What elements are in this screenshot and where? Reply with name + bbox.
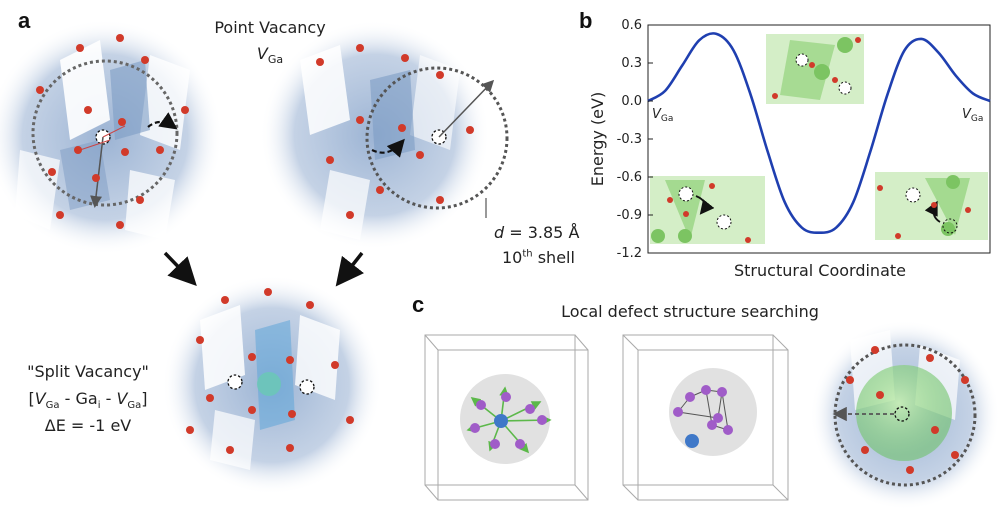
arrow-right-down — [335, 251, 364, 287]
inset-bottom-right — [875, 172, 988, 240]
green-search-sphere — [856, 365, 952, 461]
y-axis-title: Energy (eV) — [588, 92, 607, 186]
vacancy-sub: Ga — [267, 53, 284, 67]
crystal-right — [260, 20, 509, 250]
formula-v1: V — [34, 389, 46, 408]
distance-value: = 3.85 Å — [504, 223, 580, 242]
crystal-split — [162, 275, 382, 495]
y-tick-label: -1.2 — [617, 246, 642, 261]
x-axis-title: Structural Coordinate — [734, 261, 906, 280]
oxygen-atoms — [36, 34, 474, 454]
panel-letter-b: b — [579, 8, 593, 33]
formula-v2-sub: Ga — [127, 400, 142, 412]
energy-curve — [647, 32, 991, 235]
y-tick-label: 0.3 — [621, 56, 642, 71]
vacancy-symbol-top: VGa — [230, 44, 310, 66]
blue-atom-2 — [685, 434, 699, 448]
bonds-2 — [677, 389, 729, 431]
formula-v2: V — [116, 389, 128, 408]
formula-ga: - Ga — [59, 389, 98, 408]
panel-letter-a: a — [18, 8, 31, 33]
shell-sup: th — [522, 248, 533, 260]
distance-d: d — [494, 223, 505, 242]
y-tick-label: -0.6 — [617, 170, 642, 185]
y-tick-label: 0.0 — [621, 94, 642, 109]
supercell-box-1 — [424, 334, 589, 501]
shell-word: shell — [532, 248, 575, 267]
shell-label: 10th shell — [502, 248, 575, 267]
right-v: V — [962, 107, 972, 122]
formula-gai-sub: i — [97, 400, 101, 412]
formula-dash: - — [100, 389, 117, 408]
crystal-search — [810, 320, 1000, 509]
y-tick-label: -0.9 — [617, 208, 642, 223]
left-v-sub: Ga — [661, 114, 674, 124]
right-v-sub: Ga — [971, 114, 984, 124]
formula-v1-sub: Ga — [45, 400, 60, 412]
formula-close: ] — [141, 389, 148, 408]
point-vacancy-title: Point Vacancy — [214, 18, 326, 37]
left-v: V — [652, 107, 662, 122]
arrow-left-down — [163, 251, 197, 287]
delta-e-label: ΔE = -1 eV — [44, 416, 132, 435]
panel-letter-c: c — [412, 292, 425, 317]
split-vacancy-title: "Split Vacancy" — [27, 362, 149, 381]
search-sphere-2 — [669, 368, 757, 456]
purple-atoms-1 — [470, 392, 547, 449]
y-tick-label: -0.3 — [617, 132, 642, 147]
split-vacancy-formula: [VGa - Gai - VGa] — [8, 389, 168, 411]
inset-top — [766, 34, 864, 104]
supercell-box-2 — [622, 334, 789, 501]
panel-c-title: Local defect structure searching — [561, 302, 819, 321]
vacancy-v: V — [256, 44, 268, 63]
shell-num: 10 — [502, 248, 523, 267]
purple-atoms-2 — [673, 385, 733, 435]
y-ticks: 0.6 0.3 0.0 -0.3 -0.6 -0.9 -1.2 — [617, 18, 653, 261]
formula-open: [ — [28, 389, 35, 408]
y-tick-label: 0.6 — [621, 18, 642, 33]
left-vacancy-label: VGa — [652, 107, 673, 124]
right-vacancy-label: VGa — [962, 107, 983, 124]
distance-label: d = 3.85 Å — [494, 223, 579, 242]
inset-bottom-left — [650, 176, 765, 244]
blue-atom-1 — [494, 414, 508, 428]
